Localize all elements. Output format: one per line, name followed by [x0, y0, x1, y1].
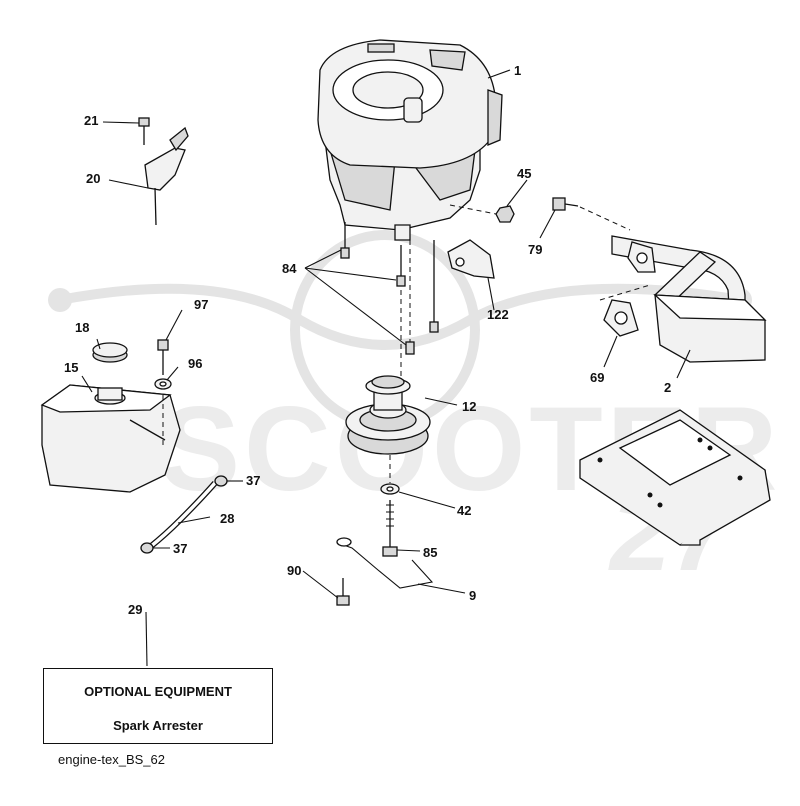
label-79: 79 — [528, 242, 542, 257]
label-96: 96 — [188, 356, 202, 371]
part-labels: 1 2 9 12 15 18 20 21 28 29 37 37 42 45 6… — [64, 63, 671, 617]
washer-96 — [154, 378, 172, 390]
label-42: 42 — [457, 503, 471, 518]
label-21: 21 — [84, 113, 98, 128]
label-122: 122 — [487, 307, 509, 322]
clamp-37-bottom — [140, 542, 154, 554]
pulley-12 — [345, 375, 431, 455]
nut-45 — [449, 204, 515, 223]
label-29: 29 — [128, 602, 142, 617]
optional-equipment-title: OPTIONAL EQUIPMENT — [84, 684, 232, 699]
engine-mount-plate — [579, 409, 771, 546]
bolt-79 — [552, 197, 631, 231]
fuel-line-28 — [148, 481, 218, 550]
label-69: 69 — [590, 370, 604, 385]
diagram-reference-code: engine-tex_BS_62 — [58, 752, 165, 767]
label-37-top: 37 — [246, 473, 260, 488]
fuel-tank — [40, 384, 181, 493]
label-12: 12 — [462, 399, 476, 414]
engine — [317, 39, 503, 241]
washer-42 — [380, 455, 400, 495]
fuel-cap-18 — [92, 342, 128, 363]
label-85: 85 — [423, 545, 437, 560]
label-37-bottom: 37 — [173, 541, 187, 556]
optional-equipment-item: Spark Arrester — [113, 718, 203, 733]
bolts-84 — [340, 222, 439, 378]
belt-guide-9 — [336, 537, 434, 589]
label-20: 20 — [86, 171, 100, 186]
label-28: 28 — [220, 511, 234, 526]
screw-21 — [138, 117, 150, 145]
label-9: 9 — [469, 588, 476, 603]
label-15: 15 — [64, 360, 78, 375]
optional-equipment-box: OPTIONAL EQUIPMENT Spark Arrester — [43, 668, 273, 744]
label-90: 90 — [287, 563, 301, 578]
leader-lines — [81, 69, 691, 667]
label-18: 18 — [75, 320, 89, 335]
screw-97 — [157, 339, 169, 445]
shield-122 — [447, 239, 495, 279]
bolt-85 — [382, 500, 398, 557]
gasket-69 — [599, 241, 656, 337]
muffler — [611, 235, 767, 363]
throttle-bracket-20 — [144, 126, 189, 226]
clamp-37-top — [214, 475, 228, 487]
label-45: 45 — [517, 166, 531, 181]
label-84: 84 — [282, 261, 297, 276]
label-1: 1 — [514, 63, 521, 78]
bolt-90 — [336, 578, 350, 606]
label-2: 2 — [664, 380, 671, 395]
label-97: 97 — [194, 297, 208, 312]
